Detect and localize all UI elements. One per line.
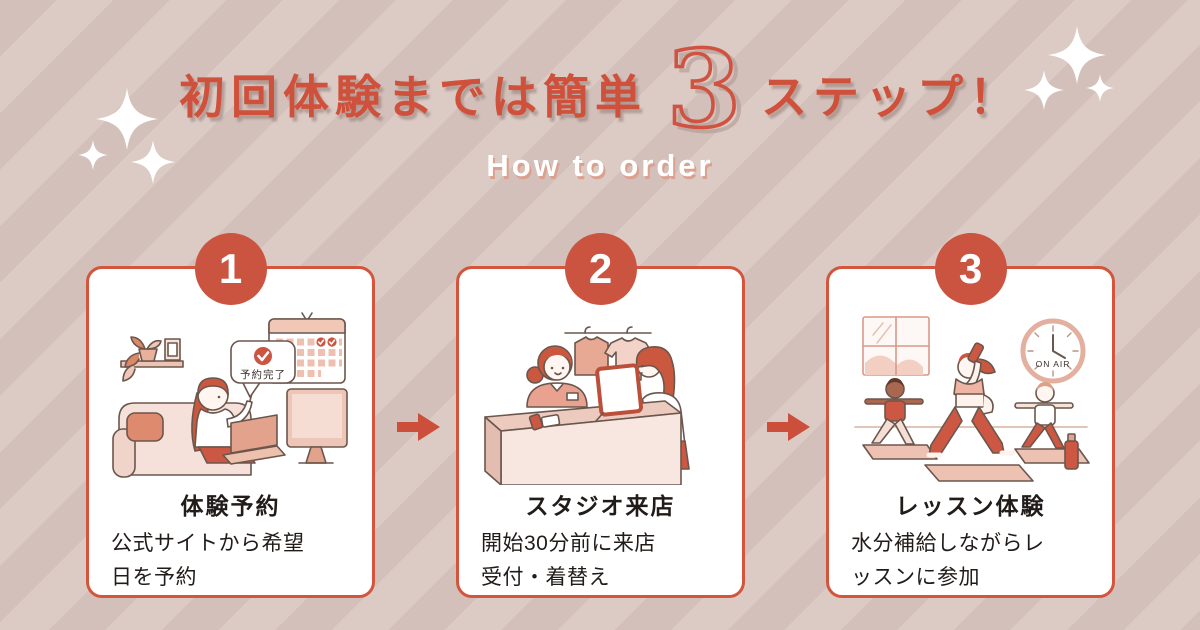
step-number-badge-1: 1 [194,233,267,305]
step-card-booking: 1 [86,233,375,598]
step-number-badge-3: 3 [934,233,1007,305]
svg-text:3: 3 [672,40,745,148]
title-prefix: 初回体験までは簡単 [179,71,647,123]
title-suffix: ステップ！ [761,71,1021,123]
illustration-studio-reception [483,326,690,485]
step-title: レッスン体験 [895,493,1046,519]
svg-text:3: 3 [667,40,741,148]
page-title: 初回体験までは簡単 3 3 ステップ！ [0,40,1200,148]
illustration-booking-from-home: 予約完了 [111,312,348,478]
step-title: 体験予約 [180,493,281,519]
sparkle-cluster-left-icon [78,88,175,184]
arrow-right-icon [767,412,811,442]
arrow-right-icon [397,412,441,442]
illustration-yoga-lesson: ON AIR [853,316,1090,482]
step-card-studio-visit: 2 [456,233,745,598]
step-description: 水分補給しながらレッスンに参加 [851,532,1045,590]
title-number-3: 3 3 [665,40,745,148]
subtitle: How to order [486,148,714,183]
clock-text: ON AIR [1035,359,1070,369]
step-card-lesson: 3 ON AIR [826,233,1115,598]
header: 初回体験までは簡単 3 3 ステップ！ How to order [0,40,1200,184]
step-number-badge-2: 2 [564,233,637,305]
bubble-text: 予約完了 [240,368,286,381]
step-description: 開始30分前に来店 受付・着替え [481,532,656,590]
sparkle-cluster-right-icon [1024,26,1114,110]
step-title: スタジオ来店 [525,493,676,519]
step-description: 公式サイトから希望日を予約 [111,532,305,590]
